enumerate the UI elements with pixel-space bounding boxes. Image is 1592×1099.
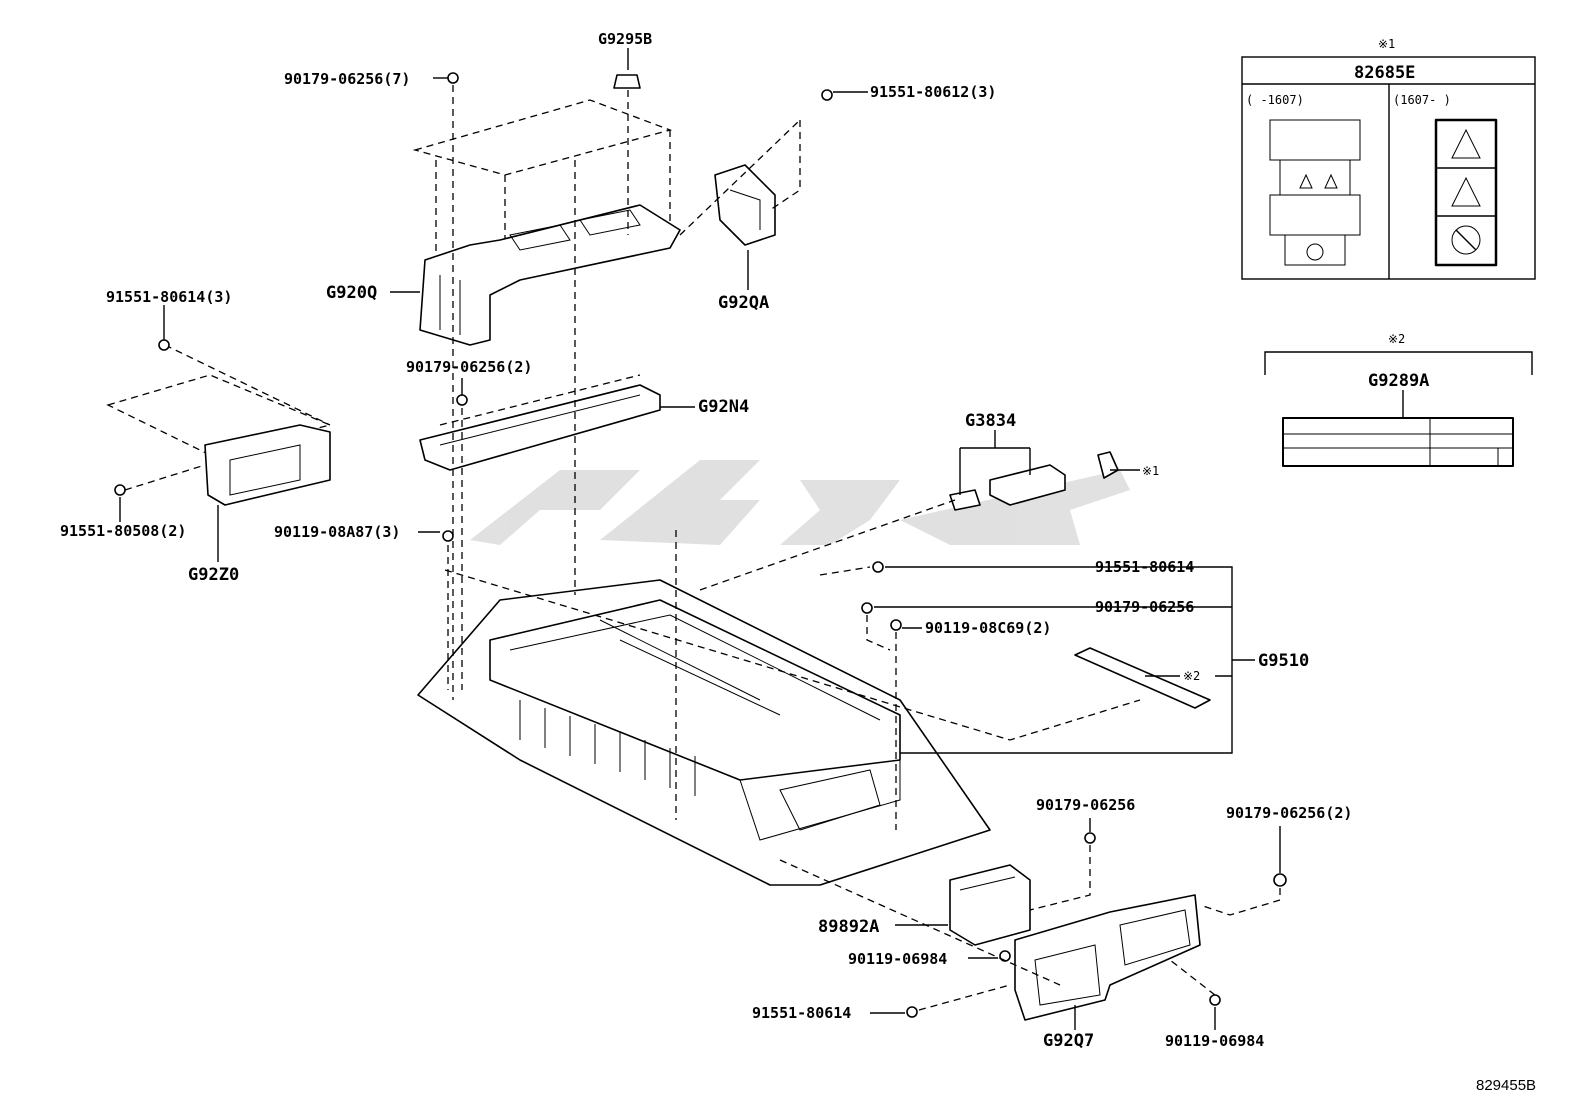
figure-code: 829455B <box>1476 1077 1536 1094</box>
leader-lines <box>119 48 1281 1030</box>
label-90179-a: 90179-06256 <box>1095 598 1194 616</box>
label-90179-7: 90179-06256(7) <box>284 70 410 88</box>
box2-title: G9289A <box>1368 371 1429 391</box>
label-90179-2b: 90179-06256(2) <box>1226 804 1352 822</box>
label-90119-984b: 90119-06984 <box>1165 1032 1264 1050</box>
box1-note: ※1 <box>1378 37 1395 51</box>
g92qa-bracket <box>679 119 801 246</box>
g9510-battery-assembly <box>417 579 991 886</box>
guide-lines <box>124 85 1281 1011</box>
label-box-82685e: ※1 82685E ( -1607) (1607- ) <box>1241 37 1536 280</box>
ref-note-2: ※2 <box>1183 669 1200 683</box>
label-90119-a87: 90119-08A87(3) <box>274 523 400 541</box>
g92z0-bracket <box>106 344 333 506</box>
g92q7-cover <box>1014 894 1201 1021</box>
ref-note-1: ※1 <box>1142 464 1159 478</box>
label-90119-984a: 90119-06984 <box>848 950 947 968</box>
label-g9295b: G9295B <box>598 30 652 48</box>
label-box-g9289a: ※2 G9289A <box>1264 332 1533 467</box>
box1-title: 82685E <box>1354 63 1415 83</box>
label-91551-612: 91551-80612(3) <box>870 83 996 101</box>
label-g92qa: G92QA <box>718 293 769 313</box>
part-labels: G9295B 90179-06256(7) 91551-80612(3) G92… <box>60 30 1352 1051</box>
label-90179-b: 90179-06256 <box>1036 796 1135 814</box>
box2-note: ※2 <box>1388 332 1405 346</box>
fastener-icons <box>114 72 1287 1018</box>
label-90119-c69: 90119-08C69(2) <box>925 619 1051 637</box>
label-91551-508: 91551-80508(2) <box>60 522 186 540</box>
label-90179-2a: 90179-06256(2) <box>406 358 532 376</box>
89892a-module <box>949 864 1031 946</box>
label-g92q7: G92Q7 <box>1043 1031 1094 1051</box>
box1-right-range: (1607- ) <box>1393 93 1451 107</box>
g3834-connector <box>949 451 1119 511</box>
label-g3834: G3834 <box>965 411 1016 431</box>
label-91551-614b: 91551-80614 <box>752 1004 851 1022</box>
sticker-strip <box>1074 647 1211 709</box>
g920q-upper-cover <box>412 99 681 346</box>
label-89892a: 89892A <box>818 917 879 937</box>
watermark-logo <box>470 460 1130 545</box>
label-91551-614-3: 91551-80614(3) <box>106 288 232 306</box>
label-g92n4: G92N4 <box>698 397 749 417</box>
label-g92z0: G92Z0 <box>188 565 239 585</box>
label-g9510: G9510 <box>1258 651 1309 671</box>
box1-left-range: ( -1607) <box>1246 93 1304 107</box>
label-g920q: G920Q <box>326 283 377 303</box>
g92n4-rail <box>419 374 661 471</box>
label-91551-614a: 91551-80614 <box>1095 558 1194 576</box>
